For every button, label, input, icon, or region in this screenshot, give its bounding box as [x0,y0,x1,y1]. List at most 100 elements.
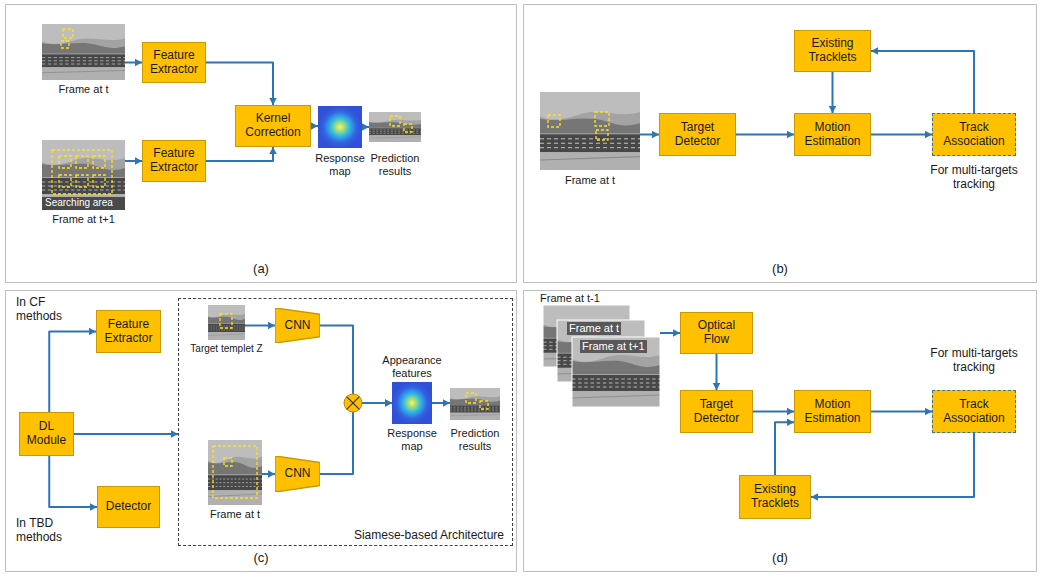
process-box: Motion Estimation [794,113,871,156]
panel-letter: (d) [524,550,1036,566]
connector-line [775,422,794,475]
connector-line [206,147,273,161]
image-thumbnail: Frame at t [208,440,262,505]
satellite-image [572,337,660,407]
image-caption: Prediction results [448,427,502,453]
target-box [93,175,105,187]
box-label: Track Association [936,121,1012,149]
frame-overlay-label: Frame at t+1 [580,340,647,353]
box-label: DL Module [23,420,70,448]
satellite-image [450,388,500,420]
arrow-connector [311,122,318,130]
arrow-connector [871,131,932,139]
arrowhead [135,59,142,67]
search-box [52,150,112,194]
image-caption: Target templet Z [187,343,267,355]
connector-line [49,332,96,413]
process-box: Motion Estimation [794,390,871,433]
arrow-connector [753,408,794,416]
process-box: Optical Flow [680,312,753,354]
satellite-image [208,440,262,505]
cnn-block: CNN [275,456,320,492]
panel-letter: (a) [6,261,516,277]
arrow-connector [49,456,97,511]
connector-line [74,433,178,435]
box-label: Feature Extractor [146,147,202,175]
arrowhead [713,383,721,390]
caption-strip [42,197,125,210]
connector-line [736,134,794,136]
cnn-trapezoid [275,456,320,492]
arrowhead [652,131,659,139]
arrow-connector [206,63,277,106]
arrowhead [787,131,794,139]
arrow-connector [871,47,974,113]
box-label: Target Detector [663,121,732,149]
target-box [76,175,88,187]
target-box [466,393,476,403]
box-label: Track Association [936,398,1012,426]
connector-line [871,51,974,113]
cross-mark [347,397,360,410]
panel-frame: (b) Existing TrackletsFrame at t Target De… [523,4,1037,283]
cnn-trapezoid [275,308,320,343]
association-box: Track Association [932,390,1016,433]
target-box [404,124,412,132]
panel-letter: (c) [6,550,516,566]
target-box [595,112,609,126]
arrowhead [443,399,450,407]
panel-frame: (a)Frame at tFeature ExtractorFrame at t… [5,4,517,283]
frame-border [572,337,660,407]
target-box [63,29,73,38]
arrow-connector [811,433,974,501]
connector-line [811,433,974,497]
arrow-connector [262,470,275,478]
process-box: Feature Extractor [142,140,206,182]
target-box [390,116,400,126]
arrowhead [171,430,178,438]
process-box: Existing Tracklets [739,475,811,519]
panel-frame: (c)Feature ExtractorDL ModuleDetectorSia… [5,290,517,572]
image-thumbnail: Prediction results [450,388,500,420]
target-box [596,130,608,140]
box-label: Kernel Correction [239,112,307,140]
image-thumbnail: Response map [318,106,362,148]
panel-frame: (d)Frame at t-1Frame at tFrame at t+1Opt… [523,290,1037,572]
box-label: Feature Extractor [100,318,157,346]
target-box [224,458,232,466]
arrowhead [673,329,680,337]
arrow-connector [362,123,369,131]
target-box [76,156,88,168]
connector-line [871,411,932,413]
box-label: Existing Tracklets [743,483,807,511]
image-thumbnail: Frame at t [540,92,640,170]
arrow-connector [125,157,142,165]
annotation-label: Appearance features [377,354,447,380]
connector-line [320,326,392,404]
process-box: Target Detector [680,390,753,433]
target-box [61,41,69,48]
arrow-connector [775,418,794,475]
panel-letter: (b) [524,261,1036,277]
image-caption: Response map [313,152,367,178]
arrow-connector [125,59,142,67]
process-box: Existing Tracklets [794,30,871,72]
arrowhead [811,493,818,501]
connector-line [206,63,273,106]
annotation-label: In TBD methods [16,516,76,545]
arrowhead [311,122,318,130]
box-label: Motion Estimation [798,121,867,149]
architecture-group: Siamese-based ArchitectureTarget templet… [178,298,513,546]
satellite-image [208,305,245,340]
annotation-label: Searching area [45,197,123,209]
image-caption: Response map [385,427,439,453]
arrowhead [269,147,277,154]
target-box [59,175,71,187]
target-box [548,115,560,127]
box-label: Optical Flow [684,319,749,347]
search-box [213,446,257,498]
cnn-block: CNN [275,308,320,343]
box-label: Target Detector [684,398,749,426]
arrowhead [89,328,96,336]
